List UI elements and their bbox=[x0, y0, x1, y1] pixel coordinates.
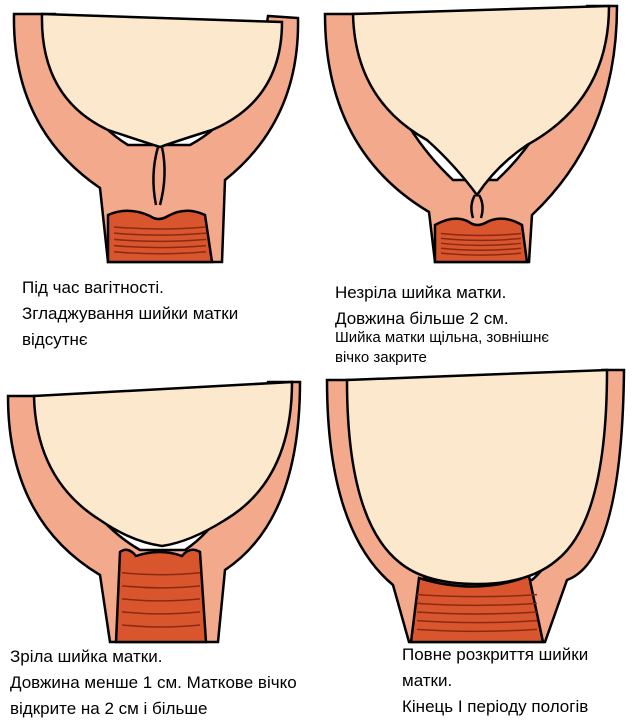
caption-line: вічко закрите bbox=[335, 349, 427, 366]
uterine-cavity bbox=[40, 12, 284, 149]
caption-line: Згладжування шийки матки bbox=[22, 304, 239, 323]
cervical-canal bbox=[152, 146, 166, 206]
caption-line: матки. bbox=[402, 671, 453, 690]
cervix-fold-line bbox=[121, 572, 201, 576]
cervix-fold-line bbox=[416, 628, 538, 633]
caption-line: Шийка матки щільна, зовнішнє bbox=[335, 329, 550, 346]
cervix-folds bbox=[113, 226, 207, 255]
cervix-fold-line bbox=[416, 593, 538, 598]
panel-ripe-cervix: Зріла шийка матки. Довжина менше 1 см. М… bbox=[0, 370, 317, 718]
cervix-fold-line bbox=[121, 585, 201, 589]
cervix-fold-line bbox=[440, 242, 522, 247]
uterine-wall bbox=[323, 4, 619, 264]
cervix-fold-line bbox=[440, 237, 522, 242]
caption-line: Кінець I періоду пологів bbox=[402, 697, 589, 716]
caption-line: Зріла шийка матки. bbox=[10, 647, 163, 666]
cervix bbox=[106, 209, 214, 264]
caption-line: відкрите на 2 см і більше bbox=[10, 699, 208, 718]
cervix bbox=[114, 548, 208, 644]
cervix-fold-line bbox=[440, 232, 522, 237]
uterus-illustration-full-dilation bbox=[325, 368, 626, 644]
cervix-fold-line bbox=[416, 602, 538, 607]
uterus-illustration-unripe bbox=[323, 4, 619, 264]
cervix-fold-line bbox=[440, 247, 522, 251]
caption-pregnancy: Під час вагітності. Згладжування шийки м… bbox=[22, 275, 238, 353]
cervix-fold-line bbox=[121, 624, 201, 628]
cervix-fold-line bbox=[121, 611, 201, 615]
uterine-cavity bbox=[351, 4, 611, 198]
panel-unripe-cervix: Незріла шийка матки. Довжина більше 2 см… bbox=[317, 0, 634, 370]
caption-unripe-cervix-detail: Шийка матки щільна, зовнішнє вічко закри… bbox=[335, 328, 549, 368]
uterine-cavity bbox=[32, 380, 294, 548]
caption-ripe-cervix: Зріла шийка матки. Довжина менше 1 см. М… bbox=[10, 644, 297, 722]
cervical-canal bbox=[470, 194, 484, 219]
cervix-fold-line bbox=[113, 238, 207, 243]
uterus-illustration-pregnancy bbox=[12, 12, 300, 264]
panel-pregnancy: Під час вагітності. Згладжування шийки м… bbox=[0, 0, 317, 356]
cervix bbox=[409, 574, 545, 644]
caption-line: Довжина менше 1 см. Маткове вічко bbox=[10, 673, 297, 692]
caption-unripe-cervix: Незріла шийка матки. Довжина більше 2 см… bbox=[335, 280, 509, 332]
caption-line: відсутнє bbox=[22, 330, 88, 349]
uterine-cavity bbox=[345, 368, 609, 586]
cervix-folds bbox=[416, 593, 538, 633]
cervix-fold-line bbox=[416, 611, 538, 615]
uterus-illustration-ripe bbox=[6, 380, 302, 644]
caption-line: Незріла шийка матки. bbox=[335, 283, 507, 302]
cervix-fold-line bbox=[113, 244, 207, 249]
caption-line: Повне розкриття шийки bbox=[402, 645, 589, 664]
cervix-fold-line bbox=[416, 619, 538, 624]
cervix-fold-line bbox=[113, 251, 207, 255]
cervix-fold-line bbox=[113, 232, 207, 236]
caption-line: Довжина більше 2 см. bbox=[335, 309, 509, 328]
cervix-folds bbox=[440, 232, 522, 256]
cervix-fold-line bbox=[113, 226, 207, 230]
cervix-fold-line bbox=[440, 252, 522, 256]
cervix-fold-line bbox=[121, 598, 201, 602]
cervix-folds bbox=[121, 572, 201, 628]
panel-full-dilation: Повне розкриття шийки матки. Кінець I пе… bbox=[317, 368, 634, 716]
caption-line: Під час вагітності. bbox=[22, 278, 164, 297]
caption-full-dilation: Повне розкриття шийки матки. Кінець I пе… bbox=[402, 642, 588, 720]
